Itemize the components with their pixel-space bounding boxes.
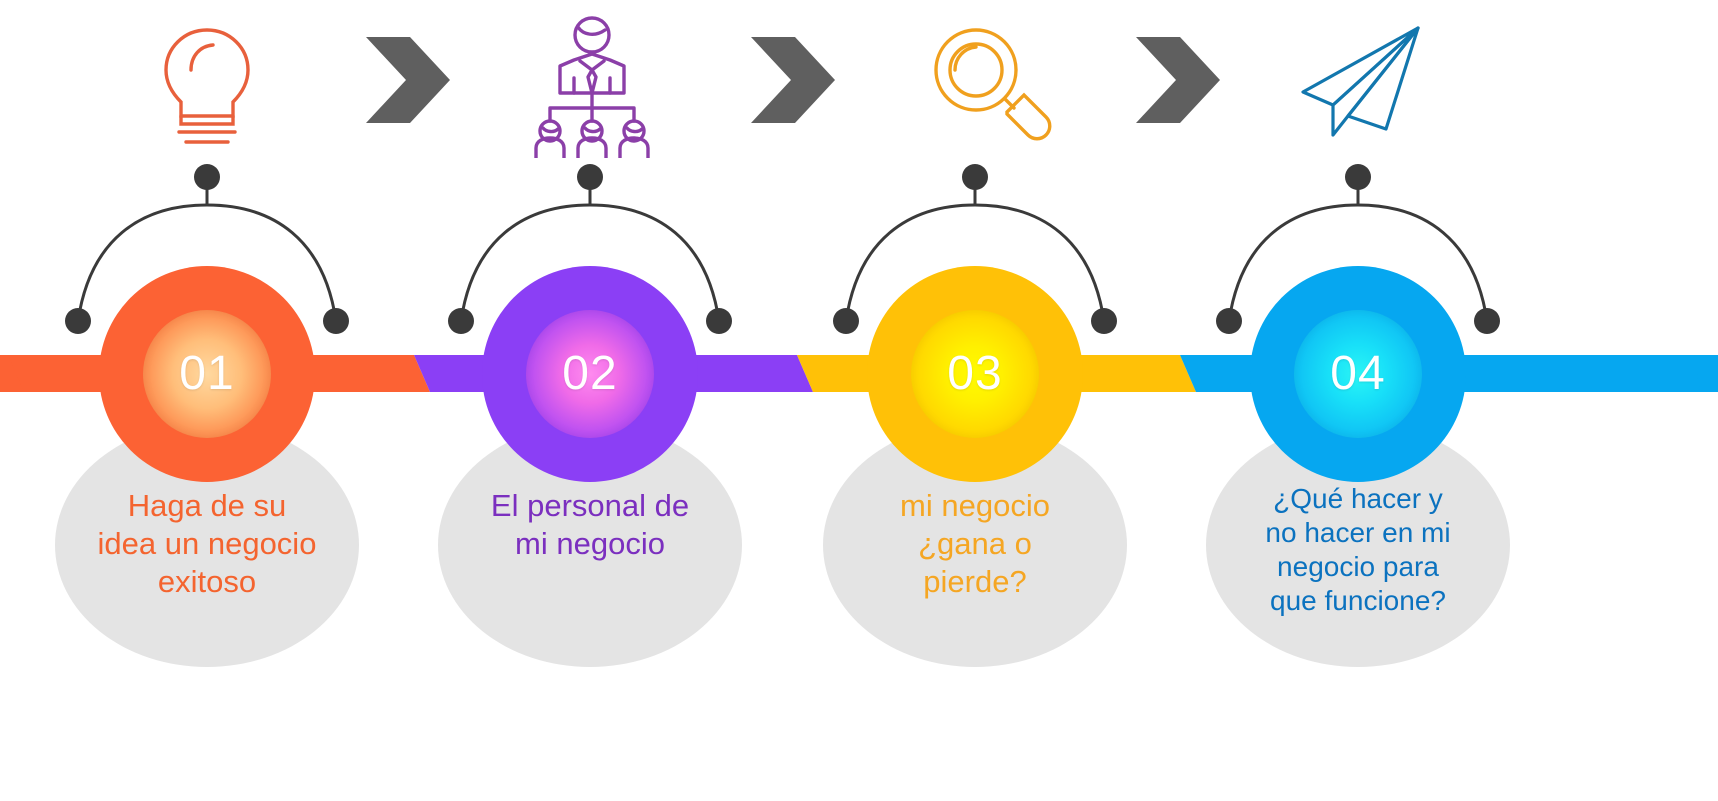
blob-group <box>55 423 1510 667</box>
step-inner-4: 04 <box>1294 310 1422 438</box>
connector-dot-left-4 <box>1216 308 1242 334</box>
blob-2 <box>438 423 742 667</box>
step-number-4: 04 <box>1330 347 1386 400</box>
magnifier-icon <box>900 12 1060 162</box>
chevron-right-icon-2 <box>733 25 843 135</box>
step-number-1: 01 <box>179 347 235 400</box>
ribbon-tip-right <box>1694 355 1718 392</box>
chevron-right-icon-1 <box>348 25 458 135</box>
connector-dot-top-1 <box>194 164 220 190</box>
step-inner-1: 01 <box>143 310 271 438</box>
connector-dot-right-1 <box>323 308 349 334</box>
connector-dot-top-4 <box>1345 164 1371 190</box>
connector-dot-left-3 <box>833 308 859 334</box>
blob-1 <box>55 423 359 667</box>
step-caption-4: ¿Qué hacer y no hacer en mi negocio para… <box>1265 483 1451 617</box>
connector-dot-right-2 <box>706 308 732 334</box>
connector-dots-3 <box>833 164 1117 334</box>
step-number-2: 02 <box>562 347 618 400</box>
connector-dots-1 <box>65 164 349 334</box>
ribbon-tail-left <box>0 355 24 392</box>
connector-dots-2 <box>448 164 732 334</box>
step-inner-3: 03 <box>911 310 1039 438</box>
connector-dot-right-3 <box>1091 308 1117 334</box>
chevron-right-icon-3 <box>1118 25 1228 135</box>
step-circle-2[interactable]: 02 <box>482 266 698 482</box>
blob-4 <box>1206 423 1510 667</box>
step-caption-3: mi negocio ¿gana o pierde? <box>900 488 1050 599</box>
connector-dot-left-2 <box>448 308 474 334</box>
paper-plane-icon <box>1285 8 1445 158</box>
lightbulb-icon <box>127 12 287 162</box>
step-circle-3[interactable]: 03 <box>867 266 1083 482</box>
connector-dot-right-4 <box>1474 308 1500 334</box>
step-caption-2: El personal de mi negocio <box>490 488 690 561</box>
org-chart-icon <box>512 8 672 158</box>
step-number-3: 03 <box>947 347 1003 400</box>
connector-dot-top-3 <box>962 164 988 190</box>
step-caption-1: Haga de su idea un negocio exitoso <box>97 488 317 599</box>
blob-3 <box>823 423 1127 667</box>
step-inner-2: 02 <box>526 310 654 438</box>
step-circle-1[interactable]: 01 <box>99 266 315 482</box>
step-circle-4[interactable]: 04 <box>1250 266 1466 482</box>
connector-dots-4 <box>1216 164 1500 334</box>
connector-dot-left-1 <box>65 308 91 334</box>
connector-dot-top-2 <box>577 164 603 190</box>
